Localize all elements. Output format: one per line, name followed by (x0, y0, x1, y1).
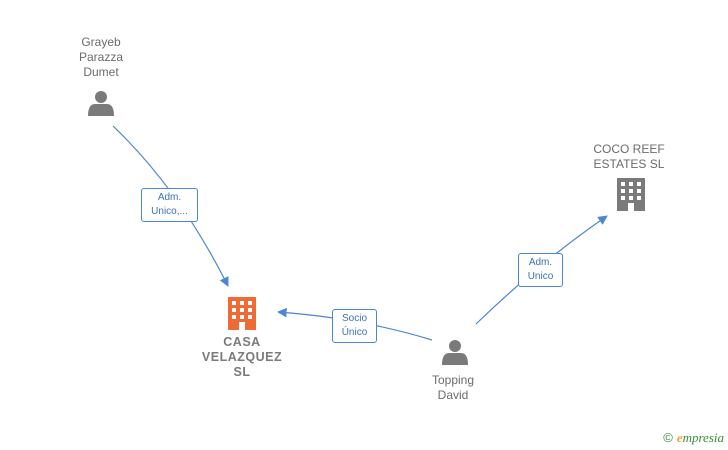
node-label-casa-velazquez[interactable]: CASA VELAZQUEZ SL (201, 335, 283, 379)
brand-logo-text: mpresia (682, 430, 724, 445)
edge-label-grayeb-casa: Adm. Unico,... (141, 188, 198, 222)
edge-label-topping-casa: Socio Único (332, 309, 377, 343)
edge-label-line: Único (341, 327, 368, 338)
edge-label-line: Unico,... (151, 206, 188, 217)
brand-logo-initial: e (676, 430, 683, 445)
copyright-icon: © (663, 430, 673, 445)
building-icon[interactable] (617, 178, 645, 211)
node-label-grayeb[interactable]: Grayeb Parazza Dumet (78, 35, 124, 79)
edge-label-topping-coco: Adm. Unico (518, 253, 563, 287)
edge-label-line: Adm. (157, 192, 182, 203)
brand-watermark: ©empresia (663, 430, 724, 446)
person-icon[interactable] (88, 91, 114, 116)
node-label-coco-reef[interactable]: COCO REEF ESTATES SL (593, 142, 665, 171)
edge-label-line: Unico (527, 271, 554, 282)
edge-label-line: Adm. (528, 257, 553, 268)
edge-label-line: Socio (341, 313, 367, 324)
node-label-topping[interactable]: Topping David (431, 373, 475, 402)
person-icon[interactable] (442, 340, 468, 365)
building-icon[interactable] (228, 297, 256, 330)
